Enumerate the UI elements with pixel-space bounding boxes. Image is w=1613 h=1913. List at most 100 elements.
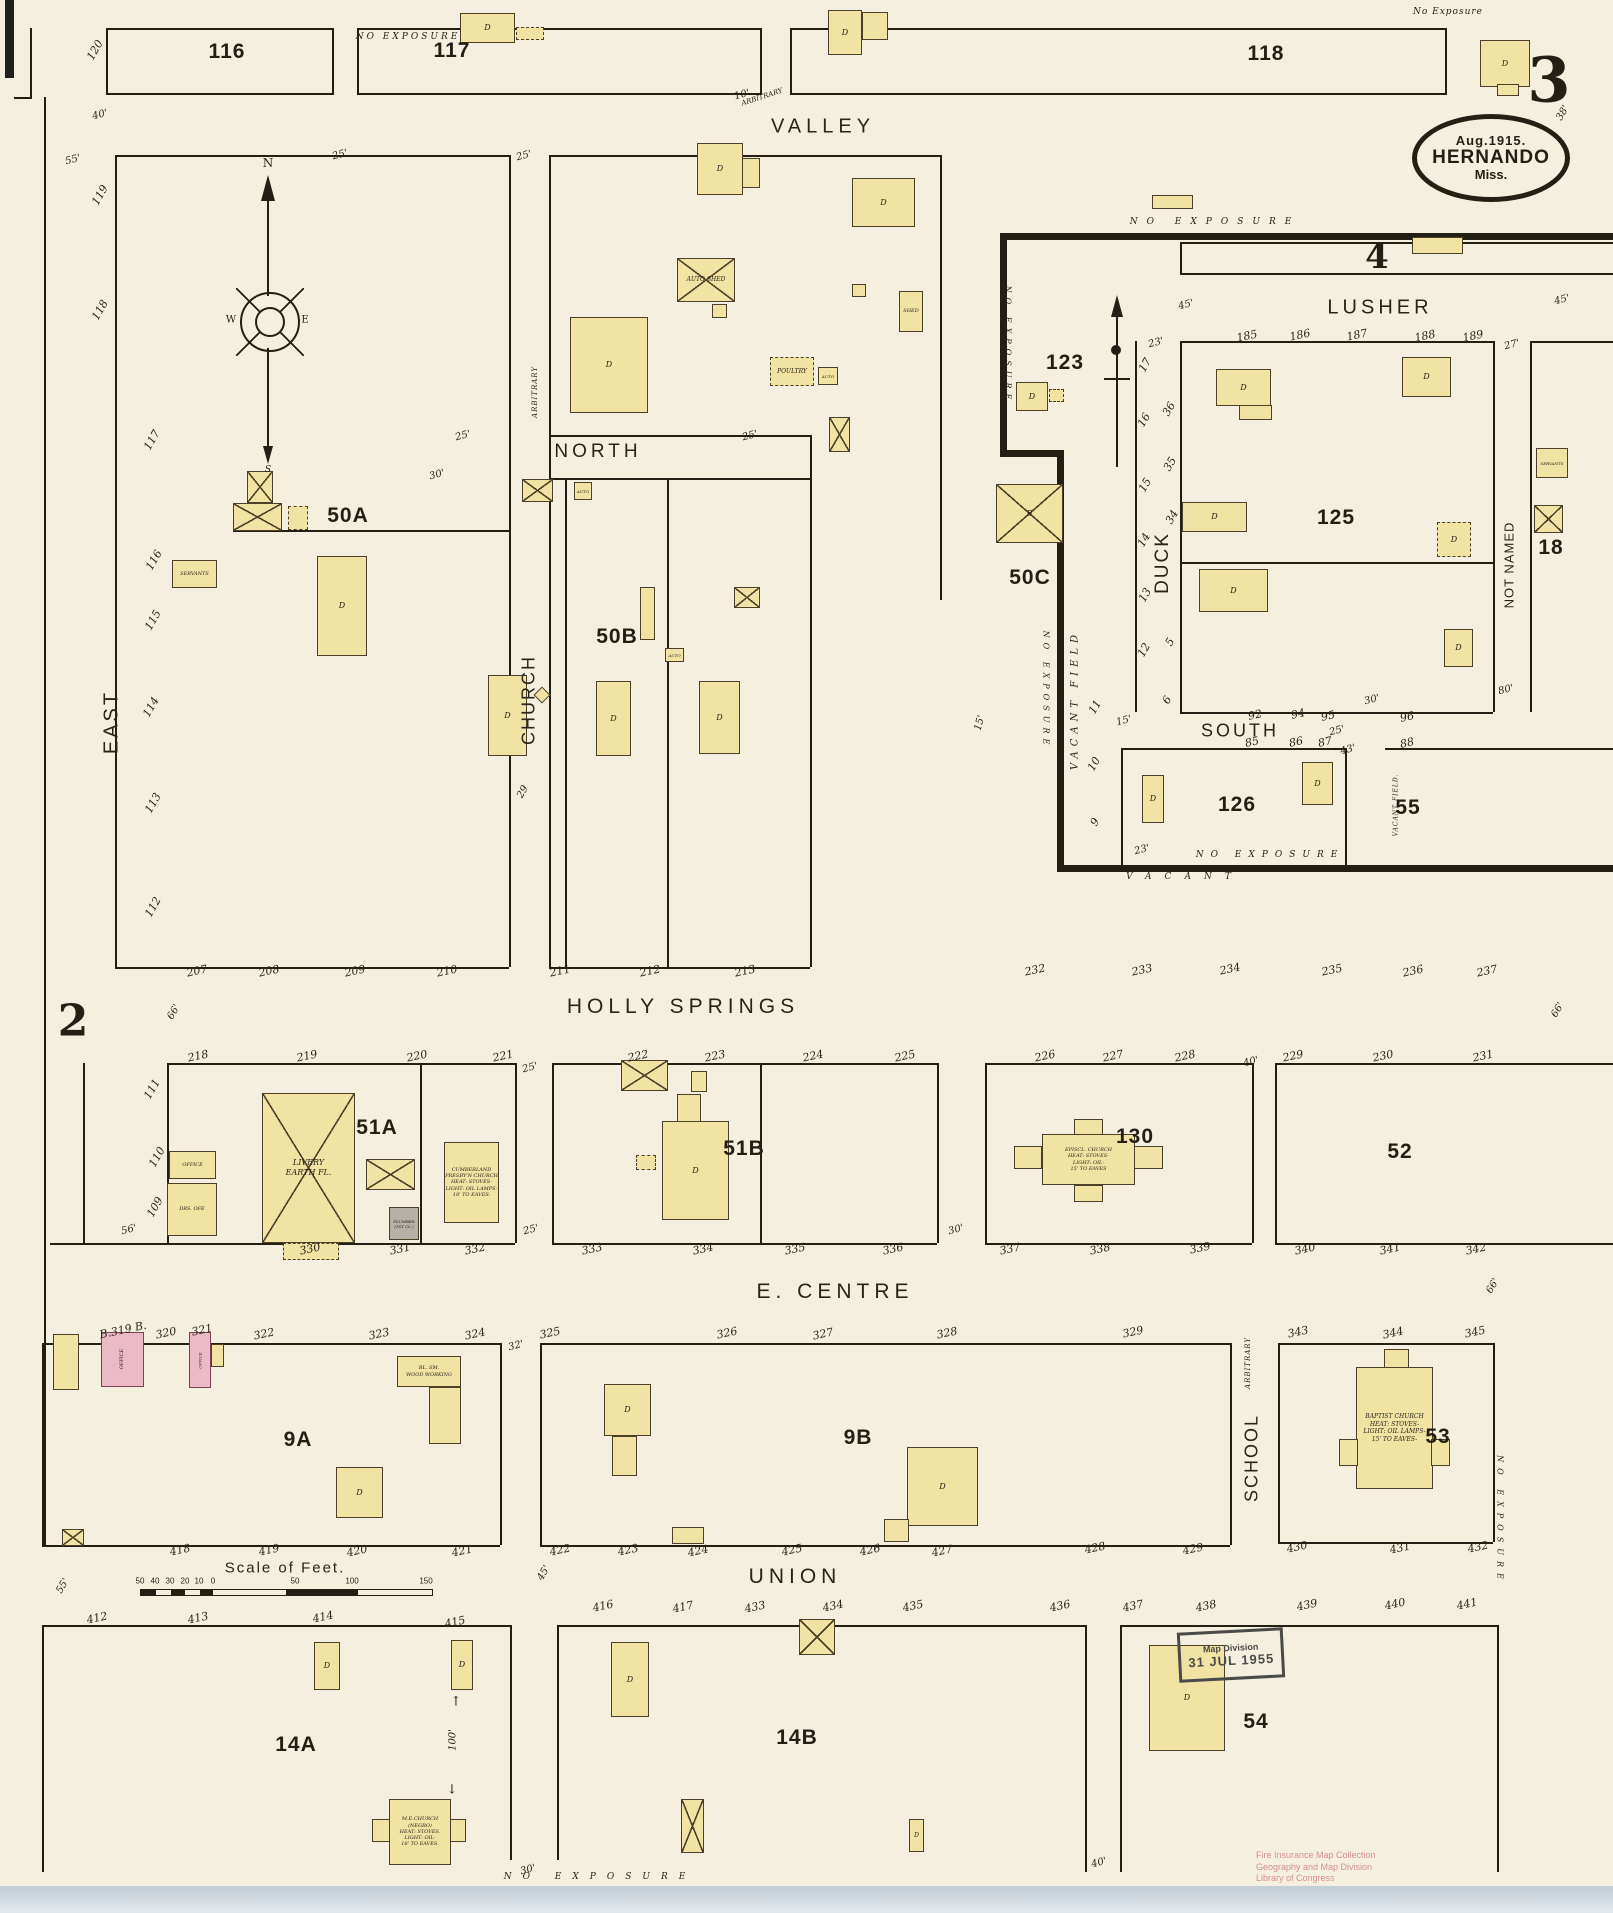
building [62, 1529, 84, 1546]
annotation: ARBITRARY [531, 366, 539, 418]
street-line [42, 1343, 44, 1545]
fire-boundary-line [1000, 450, 1057, 457]
lot-number: 227 [1101, 1047, 1125, 1065]
building: AUTO [665, 648, 684, 662]
building [884, 1519, 909, 1542]
block-number: 54 [1243, 1710, 1269, 1733]
building: SERVANTS [172, 560, 217, 588]
building: BL. SM. WOOD WORKING [397, 1356, 461, 1387]
building: CUMBERLAND PRESBY'N CHURCH HEAT: STOVES-… [444, 1142, 499, 1223]
building-label: D [1423, 372, 1430, 381]
scale-tick: 20 [180, 1576, 190, 1586]
block-number: 116 [208, 40, 246, 63]
building [288, 506, 308, 530]
lot-number: 441 [1455, 1595, 1479, 1613]
building-label: AUTO SHED [686, 276, 726, 284]
north-arrow-head [1111, 295, 1123, 317]
street-line [44, 97, 46, 1545]
scan-edge [0, 1886, 1613, 1913]
lot-number: 344 [1381, 1324, 1405, 1342]
street-line [42, 1625, 510, 1627]
measurement: 25' [515, 148, 533, 164]
lot-number: 415 [443, 1613, 467, 1631]
street-line [83, 1063, 85, 1243]
lot-number: 340 [1293, 1240, 1317, 1258]
street-name: SCHOOL [1241, 1413, 1262, 1503]
building [233, 503, 282, 531]
building-label: D [1314, 778, 1321, 788]
scale-bar-segment [199, 1590, 214, 1595]
measurement: 55' [54, 1576, 72, 1596]
building [829, 417, 850, 452]
lot-number: 188 [1413, 327, 1437, 345]
collection-note-line: Geography and Map Division [1256, 1861, 1373, 1872]
street-line [937, 1063, 939, 1243]
building [677, 1094, 701, 1123]
street-line [1497, 1625, 1499, 1872]
street-line [500, 1343, 502, 1545]
street-line [549, 155, 940, 157]
lot-number: 334 [691, 1240, 715, 1258]
block-number: 50A [327, 504, 369, 527]
x-roof-mark [63, 1530, 83, 1545]
block-number: 118 [1247, 42, 1285, 65]
scale-bar-segment [184, 1590, 200, 1595]
building [852, 284, 866, 297]
lot-number: 113 [142, 790, 164, 816]
lot-number: 343 [1286, 1323, 1310, 1341]
measurement: 30' [1363, 692, 1381, 708]
map-city: HERNANDO [1432, 147, 1550, 169]
lot-number: 209 [343, 962, 367, 980]
street-line [810, 435, 812, 967]
scale-tick: 30 [165, 1576, 175, 1586]
measurement: 23' [1133, 842, 1151, 858]
x-roof-mark [682, 1800, 703, 1852]
building: D [336, 1467, 383, 1518]
building-label: D [610, 713, 617, 723]
x-roof-mark [523, 480, 552, 501]
building: M.E.CHURCH (NEGRO) HEAT: STOVES. LIGHT: … [389, 1799, 451, 1865]
building: BAPTIST CHURCH HEAT: STOVES- LIGHT: OIL … [1356, 1367, 1433, 1489]
street-name: EAST [100, 689, 123, 755]
building: POULTRY [770, 357, 814, 386]
street-line [42, 1545, 500, 1547]
street-line [552, 1063, 554, 1243]
building-label: D [716, 712, 723, 722]
building: SERVANTS [1536, 448, 1568, 478]
street-name: CHURCH [518, 655, 539, 745]
street-line [1180, 712, 1493, 714]
street-line [1275, 1063, 1613, 1065]
lot-number: 208 [257, 962, 281, 980]
annotation: NO EXPOSURE [1003, 285, 1013, 405]
street-line [940, 155, 942, 600]
building [742, 158, 760, 188]
x-roof-mark [1535, 506, 1562, 532]
title-oval: Aug.1915. HERNANDO Miss. [1412, 114, 1570, 202]
lot-number: 223 [703, 1047, 727, 1065]
lot-number: 423 [616, 1541, 640, 1559]
lot-number: 234 [1218, 960, 1242, 978]
scale-tick: 50 [135, 1576, 145, 1586]
building: D [852, 178, 915, 227]
lot-number: 112 [142, 894, 164, 920]
street-name: NORTH [554, 441, 642, 462]
building-label: AUTO [821, 373, 835, 379]
building: AUTO [574, 482, 592, 500]
lot-number: B.319 B. [98, 1318, 148, 1342]
building-label: SHED [903, 308, 919, 315]
lot-number: 419 [257, 1541, 281, 1559]
building-label: D [880, 197, 887, 207]
lot-number: 12 [1134, 640, 1154, 660]
building [283, 1243, 339, 1260]
lot-number: 230 [1371, 1047, 1395, 1065]
measurement: 55' [64, 152, 82, 168]
lot-number: 417 [671, 1598, 695, 1616]
building-label: POULTRY [777, 367, 807, 375]
street-line [1230, 1343, 1232, 1545]
building: D [1142, 775, 1164, 823]
street-line [557, 1625, 559, 1860]
street-line [357, 28, 760, 30]
street-line [1180, 242, 1182, 273]
compass-west-label: W [225, 314, 237, 326]
